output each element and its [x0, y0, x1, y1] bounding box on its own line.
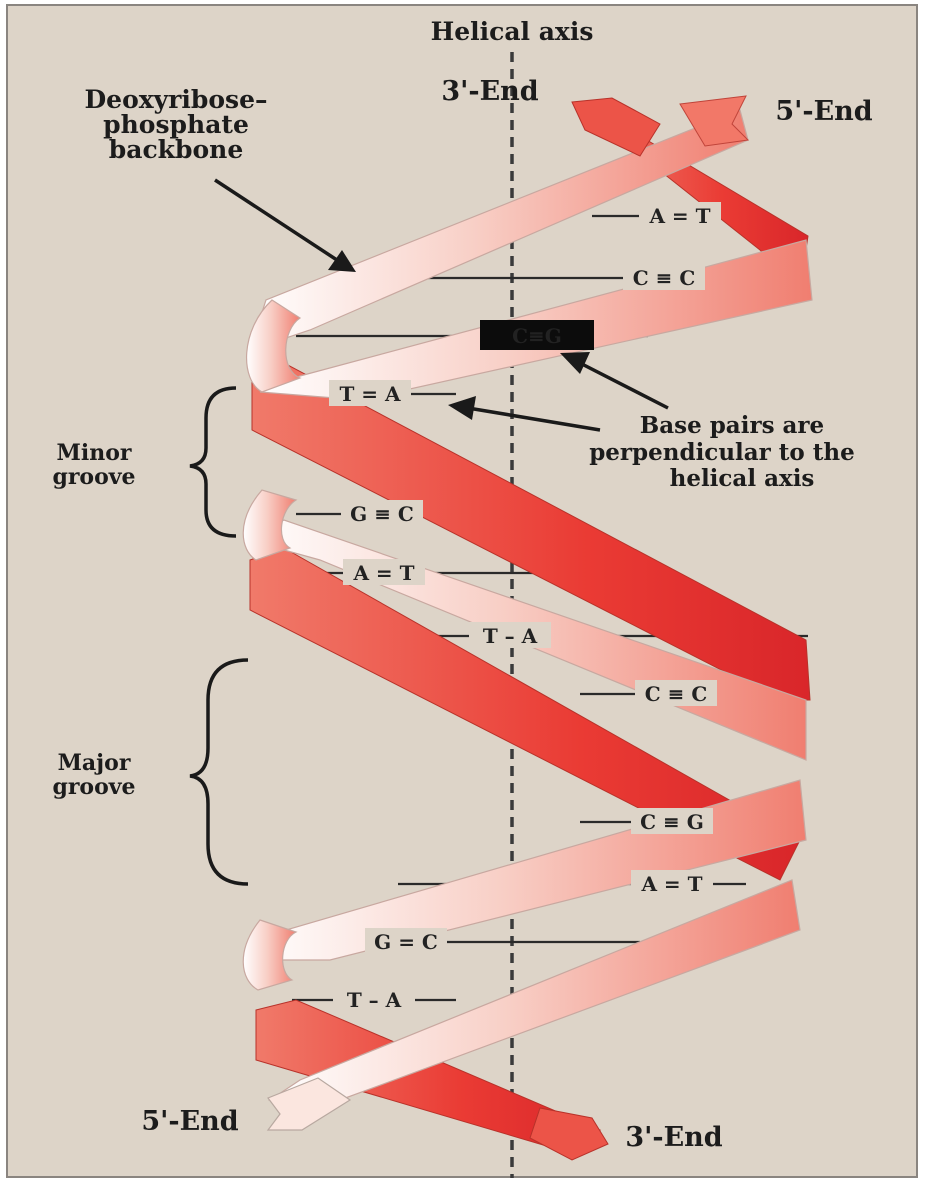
backbone-arrowhead: [328, 250, 356, 272]
strand-curl: [247, 300, 300, 392]
five-prime-end-bottom-label: 5'-End: [141, 1106, 238, 1137]
base-pair-label: C ≡ C: [633, 266, 696, 290]
three-prime-end-top-label: 3'-End: [441, 76, 538, 107]
minor-groove-label-line-2: groove: [52, 464, 135, 490]
five-prime-end-top-label: 5'-End: [775, 96, 872, 127]
helical-axis-label: Helical axis: [431, 17, 594, 46]
strand-end-three-prime-bottom: [530, 1108, 608, 1160]
major-groove-label-line-1: Major: [58, 750, 131, 776]
minor-groove-label-line-1: Minor: [57, 440, 132, 466]
base-pair-arrow-lower: [468, 408, 600, 430]
base-pair-arrowhead-lower: [448, 396, 476, 420]
base-pair-label: A = T: [640, 872, 702, 896]
base-pair-arrow-upper: [578, 362, 668, 408]
base-pair-label: G = C: [374, 930, 438, 954]
base-pair-label: T – A: [347, 988, 402, 1012]
base-pair-label: C ≡ C: [645, 682, 708, 706]
base-pairs-note-line-2: perpendicular to the: [589, 439, 855, 466]
backbone-arrow: [215, 180, 340, 262]
three-prime-end-bottom-label: 3'-End: [625, 1122, 722, 1153]
major-groove-label-line-2: groove: [52, 774, 135, 800]
major-groove-brace: [190, 660, 248, 884]
base-pair-label: A = T: [352, 561, 414, 585]
base-pair-arrowhead-upper: [560, 352, 590, 374]
base-pair-label: A = T: [648, 204, 710, 228]
backbone-label-line-3: backbone: [109, 135, 243, 164]
base-pairs-note-line-1: Base pairs are: [640, 412, 824, 439]
base-pair-label: C ≡ G: [640, 810, 704, 834]
base-pair-label: C≡G: [512, 324, 562, 348]
base-pair-label: T – A: [483, 624, 538, 648]
base-pair-label: T = A: [339, 382, 401, 406]
minor-groove-brace: [190, 388, 236, 536]
base-pairs-note-line-3: helical axis: [670, 465, 815, 492]
base-pair-label: G ≡ C: [350, 502, 414, 526]
